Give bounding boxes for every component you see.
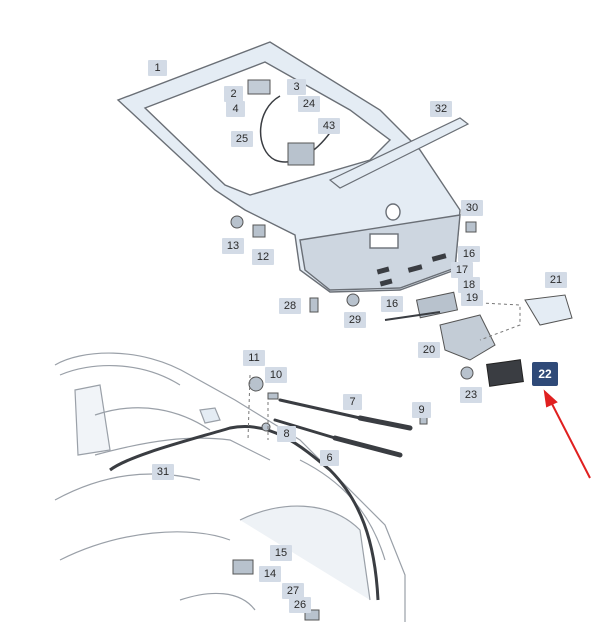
callout-29: 29 [344,312,366,328]
callout-9: 9 [412,402,431,418]
wiper-motor-25 [287,142,315,166]
callout-8: 8 [277,426,296,442]
small-hardware [230,215,477,621]
callout-18: 18 [458,277,480,293]
tailgate [116,41,461,293]
trim-strips [376,253,447,287]
callout-12: 12 [252,249,274,265]
sensor-21 [524,294,573,326]
callout-6: 6 [320,450,339,466]
gas-strut-7 [278,398,413,431]
lock-20 [439,314,496,361]
callout-21: 21 [545,272,567,288]
callout-19: 19 [461,290,483,306]
callout-1: 1 [148,60,167,76]
red-arrow-icon [543,389,591,479]
callout-32: 32 [430,101,452,117]
callout-10: 10 [265,367,287,383]
callout-26: 26 [289,597,311,613]
callout-15: 15 [270,545,292,561]
callout-24: 24 [298,96,320,112]
callout-14: 14 [259,566,281,582]
callout-11: 11 [243,350,265,366]
callout-2: 2 [224,86,243,102]
callout-4: 4 [226,101,245,117]
callout-13: 13 [222,238,244,254]
callout-7: 7 [343,394,362,410]
callout-27: 27 [282,583,304,599]
callout-25: 25 [231,131,253,147]
spoiler-32 [328,117,470,189]
callout-31: 31 [152,464,174,480]
release-switch-22 [486,359,524,387]
callout-17: 17 [451,262,473,278]
callout-30: 30 [461,200,483,216]
callout-16b: 16 [381,296,403,312]
callout-28: 28 [279,298,301,314]
callout-16a: 16 [458,246,480,262]
dashed-leaders [247,301,521,441]
callout-22: 22 [532,362,558,386]
gas-strut-6 [273,418,403,458]
callout-3: 3 [287,79,306,95]
hinge-2 [247,79,271,95]
callout-23: 23 [460,387,482,403]
rod-19 [384,311,441,321]
callout-43: 43 [318,118,340,134]
handle-18 [415,291,459,319]
cable-24 [259,95,336,163]
callout-20: 20 [418,342,440,358]
